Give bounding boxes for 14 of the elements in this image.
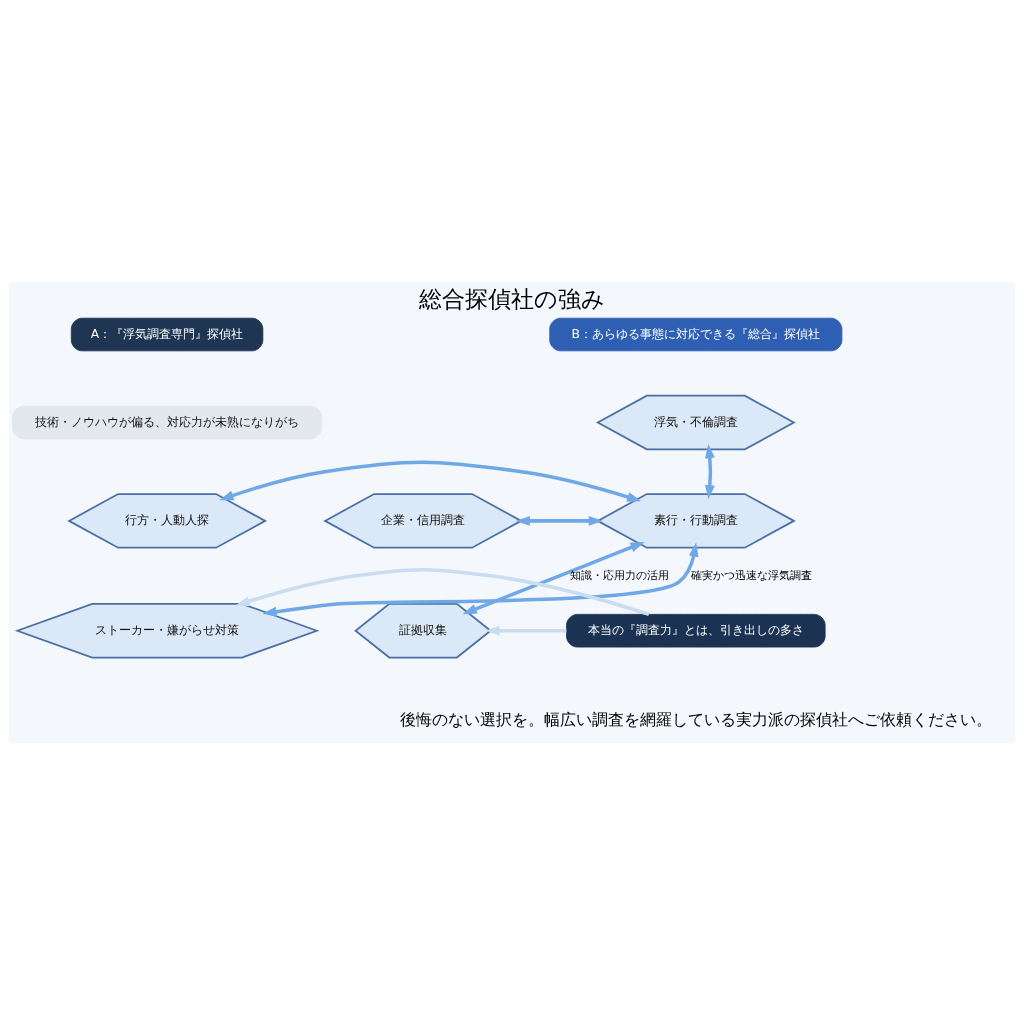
- edge-label: 確実かつ迅速な浮気調査: [691, 567, 813, 582]
- arrow: [235, 567, 650, 616]
- arrow: [485, 625, 567, 636]
- node-box: 本当の『調査力』とは、引き出しの多さ: [566, 613, 826, 647]
- edge-label: 知識・応用力の活用: [569, 567, 669, 582]
- arrow: [704, 443, 715, 499]
- node-box: A：『浮気調査専門』探偵社: [70, 317, 264, 351]
- diagram-title: 総合探偵社の強み: [419, 285, 605, 312]
- arrow: [515, 515, 603, 526]
- node-box: B：あらゆる事態に対応できる『総合』探偵社: [549, 317, 843, 351]
- arrow: [262, 542, 699, 617]
- arrow: [462, 541, 645, 614]
- caption: 後悔のない選択を。幅広い調査を網羅している実力派の探偵社へご依頼ください。: [399, 709, 992, 729]
- arrow: [219, 460, 642, 502]
